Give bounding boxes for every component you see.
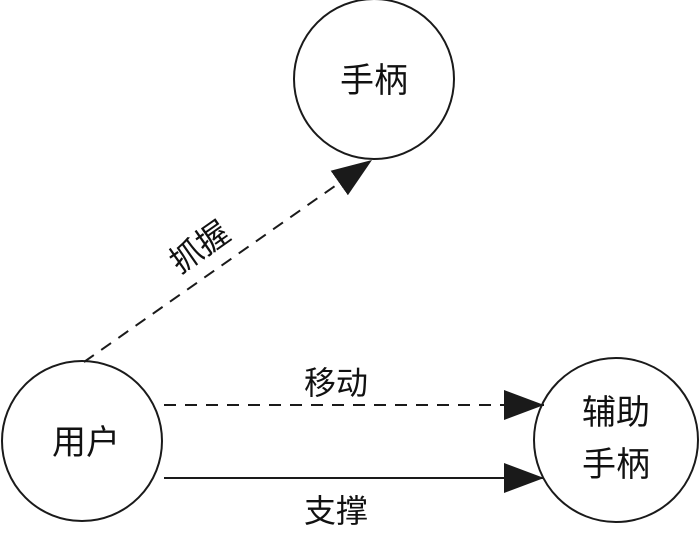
grasp-edge-line [83,159,373,363]
move-edge-label: 移动 [304,364,368,402]
aux-handle-node-label-line2: 手柄 [582,445,650,485]
aux-handle-node-label-line1: 辅助 [582,393,650,433]
grasp-edge-label: 抓握 [163,213,237,281]
handle-node-label: 手柄 [340,61,408,101]
aux-handle-node: 辅助 手柄 [533,357,699,523]
grasp-edge: 抓握 [83,159,373,363]
user-node-circle [1,360,163,522]
aux-handle-node-circle [533,357,699,523]
handle-node-circle [293,0,455,160]
support-edge: 支撑 [164,463,544,530]
support-edge-label: 支撑 [304,492,368,530]
move-edge: 移动 [164,364,544,420]
user-node-label: 用户 [52,423,120,463]
handle-node: 手柄 [293,0,455,160]
user-node: 用户 [1,360,163,522]
